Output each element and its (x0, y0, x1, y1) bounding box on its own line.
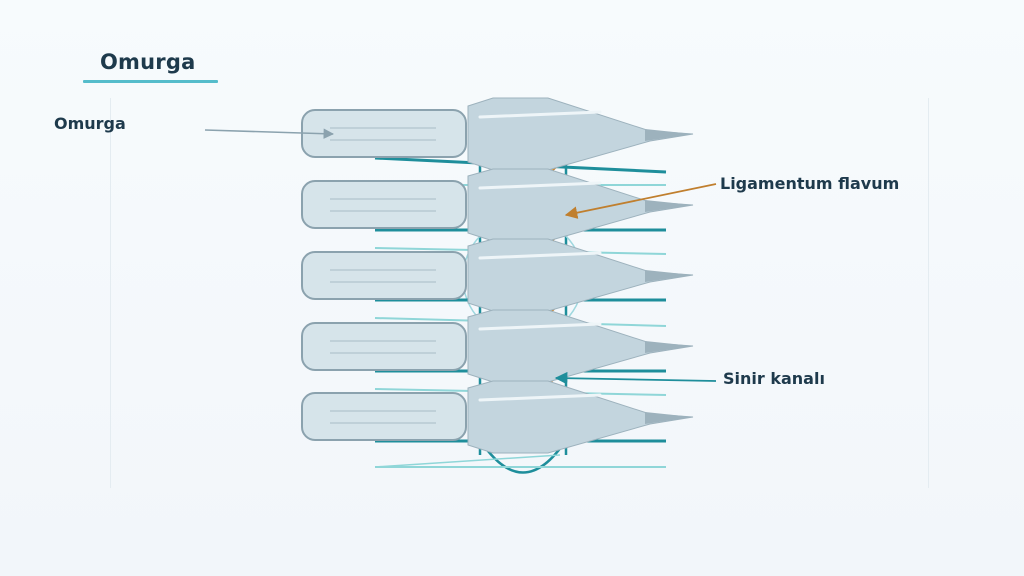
vertebral-body (301, 392, 467, 441)
vertebra-segment (301, 380, 694, 468)
slide-title: Omurga (100, 50, 196, 74)
vertebra-segment (301, 309, 694, 396)
frame-line-right (928, 98, 929, 488)
label-sinir-kanali: Sinir kanalı (723, 369, 825, 388)
spinous-process-tip (645, 270, 693, 282)
pointer-arrow-canal (554, 371, 717, 385)
spinous-process-tip (645, 129, 693, 141)
vertebral-body (301, 180, 467, 229)
title-underline (83, 80, 218, 83)
pointer-arrow-ligament (564, 183, 717, 219)
vertebral-body (301, 322, 467, 371)
spinous-process-tip (645, 341, 693, 353)
pointer-arrow-omurga (204, 128, 335, 139)
spinous-process-tip (645, 200, 693, 212)
label-ligamentum-flavum: Ligamentum flavum (720, 174, 900, 193)
vertebra-segment (301, 168, 694, 255)
vertebral-body (301, 251, 467, 300)
frame-line-left (110, 98, 111, 488)
spinous-process-tip (645, 412, 693, 424)
label-omurga: Omurga (54, 114, 126, 133)
